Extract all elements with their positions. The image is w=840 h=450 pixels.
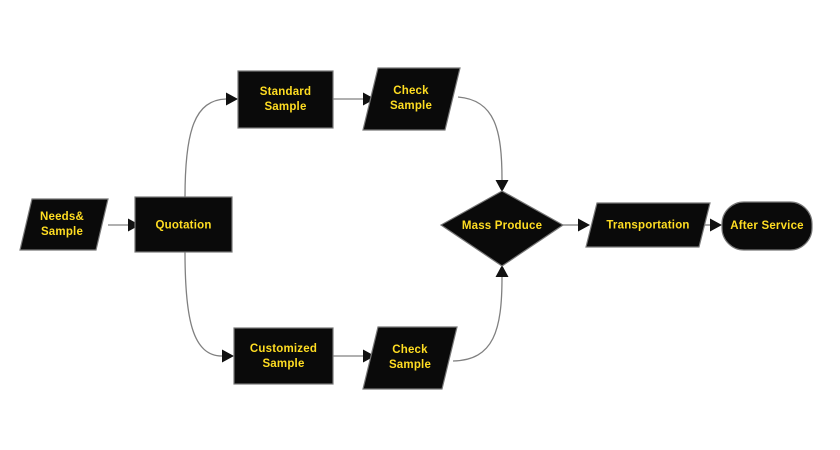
transportation-shape[interactable] <box>585 202 711 248</box>
after-service-shape[interactable] <box>721 201 813 251</box>
node-standard-sample[interactable]: Standard Sample <box>237 70 334 129</box>
edge-customized-sample-to-check-sample-bottom <box>333 349 375 363</box>
mass-produce-shape[interactable] <box>439 190 565 267</box>
needs-sample-shape[interactable] <box>19 198 109 251</box>
check-sample-top-shape[interactable] <box>362 67 461 131</box>
node-check-sample-bottom[interactable]: Check Sample <box>362 326 458 390</box>
node-check-sample-top[interactable]: Check Sample <box>362 67 461 131</box>
quotation-shape[interactable] <box>134 196 233 253</box>
standard-sample-shape[interactable] <box>237 70 334 129</box>
node-after-service[interactable]: After Service <box>721 201 813 251</box>
node-quotation[interactable]: Quotation <box>134 196 233 253</box>
edge-quotation-to-customized-sample <box>184 251 234 363</box>
node-customized-sample[interactable]: Customized Sample <box>233 327 334 385</box>
customized-sample-shape[interactable] <box>233 327 334 385</box>
edge-standard-sample-to-check-sample-top <box>333 92 375 106</box>
edge-mass-produce-to-transportation <box>563 218 590 232</box>
edge-check-sample-top-to-mass-produce <box>457 96 509 192</box>
node-needs-sample[interactable]: Needs& Sample <box>19 198 109 251</box>
node-transportation[interactable]: Transportation <box>585 202 711 248</box>
check-sample-bottom-shape[interactable] <box>362 326 458 390</box>
edge-check-sample-bottom-to-mass-produce <box>452 265 509 362</box>
edge-quotation-to-standard-sample <box>184 92 238 198</box>
edge-needs-sample-to-quotation <box>108 218 140 232</box>
node-mass-produce[interactable]: Mass Produce <box>439 190 565 267</box>
